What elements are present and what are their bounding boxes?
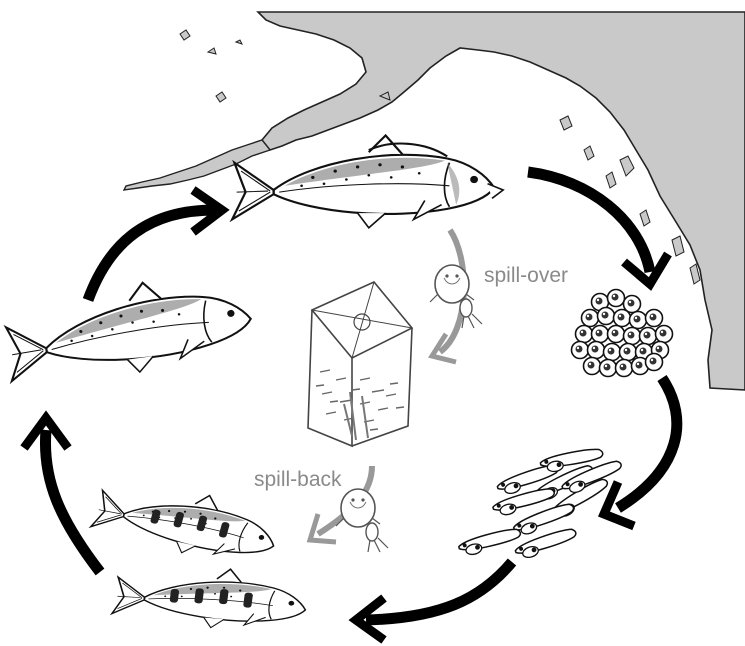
arrow-juveniles-to-ocean <box>45 430 100 572</box>
sea-cage-icon <box>308 282 412 446</box>
life-cycle-arrows <box>24 172 677 640</box>
arrow-ocean-to-spawner <box>88 210 215 300</box>
arrow-spawner-to-eggs <box>528 172 650 272</box>
caged-fish-school <box>316 370 404 430</box>
arrow-eggs-to-alevins <box>618 378 677 508</box>
sea-louse-icon-spill-back <box>336 489 388 552</box>
juvenile-salmon-lower <box>111 559 309 635</box>
arrow-alevins-to-juveniles <box>366 562 512 620</box>
spill-back-label: spill-back <box>254 469 342 490</box>
ocean-adult-salmon <box>0 269 256 389</box>
sea-louse-icon-spill-over <box>430 265 482 328</box>
eggs-cluster <box>572 290 673 377</box>
alevins-group <box>458 447 625 561</box>
spill-over-label: spill-over <box>484 265 568 286</box>
